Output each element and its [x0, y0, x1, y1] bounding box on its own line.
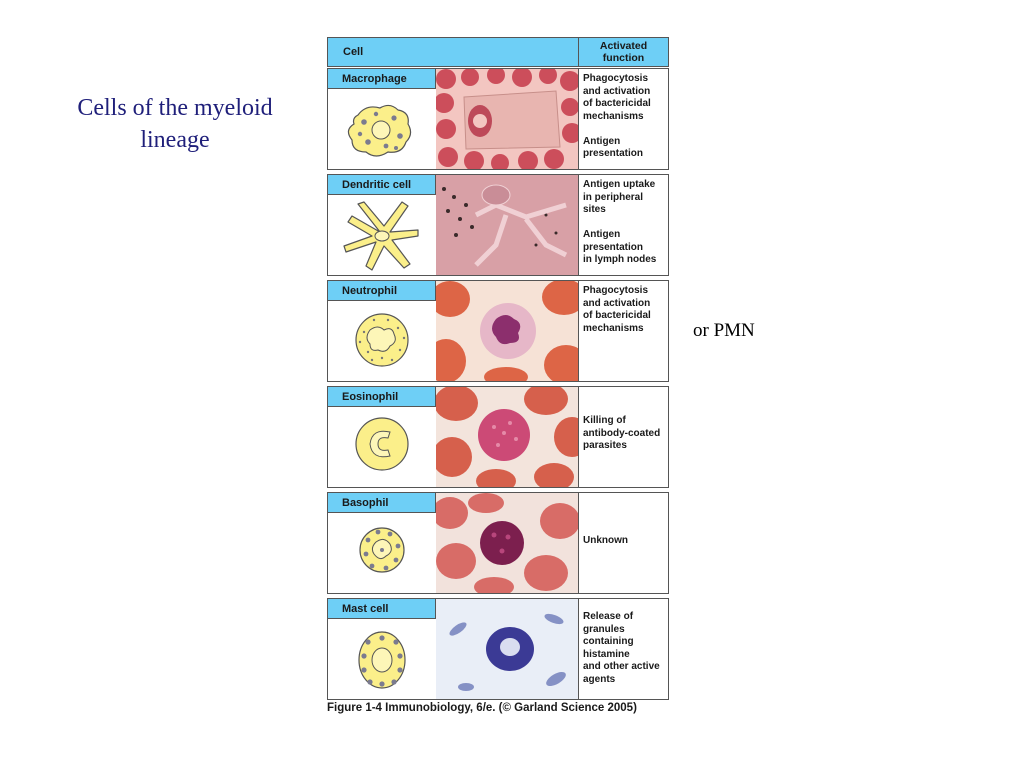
table-header: Cell Activated function: [327, 37, 669, 67]
function-text: Killing of antibody-coated parasites: [583, 415, 661, 451]
pmn-annotation: or PMN: [693, 320, 755, 341]
mast-cell-micrograph: [436, 599, 579, 699]
basophil-drawing: [328, 514, 437, 593]
function-text: Antigen uptake in peripheral sites Antig…: [583, 179, 657, 265]
function-text: Phagocytosis and activation of bacterici…: [583, 73, 651, 159]
mast-cell-drawing: [328, 620, 437, 699]
macrophage-drawing: [328, 90, 437, 169]
row-basophil: Basophil Unknown: [327, 492, 669, 594]
row-neutrophil: Neutrophil Phagocytosis and activation o…: [327, 280, 669, 382]
neutrophil-micrograph: [436, 281, 579, 381]
basophil-micrograph: [436, 493, 579, 593]
dendritic-cell-drawing: [328, 196, 437, 275]
row-macrophage: Macrophage: [327, 68, 669, 170]
eosinophil-drawing: [328, 408, 437, 487]
cell-name: Eosinophil: [328, 387, 436, 407]
cell-name: Basophil: [328, 493, 436, 513]
header-activated-function: Activated function: [578, 38, 668, 66]
slide-title: Cells of the myeloid lineage: [77, 95, 273, 153]
figure-caption: Figure 1-4 Immunobiology, 6/e. (© Garlan…: [327, 702, 637, 714]
row-mast-cell: Mast cell Release of granules containing…: [327, 598, 669, 700]
row-dendritic-cell: Dendritic cell Antigen uptake in periphe…: [327, 174, 669, 276]
cell-name: Dendritic cell: [328, 175, 436, 195]
cell-name: Neutrophil: [328, 281, 436, 301]
dendritic-cell-micrograph: [436, 175, 579, 275]
function-text: Release of granules containing histamine…: [583, 611, 660, 685]
header-cell: Cell: [343, 46, 364, 58]
macrophage-micrograph: [436, 69, 579, 169]
eosinophil-micrograph: [436, 387, 579, 487]
cell-name: Mast cell: [328, 599, 436, 619]
cell-name: Macrophage: [328, 69, 436, 89]
neutrophil-drawing: [328, 302, 437, 381]
row-eosinophil: Eosinophil Killing of antibody-coated pa…: [327, 386, 669, 488]
function-text: Unknown: [583, 535, 628, 546]
function-text: Phagocytosis and activation of bacterici…: [583, 285, 651, 334]
